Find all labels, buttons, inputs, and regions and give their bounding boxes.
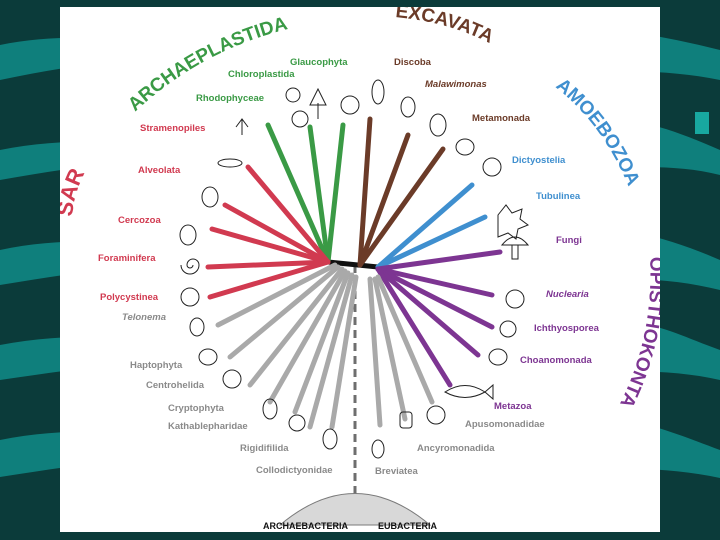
label-nuclearia: Nuclearia [546,289,589,300]
label-metazoa: Metazoa [494,401,532,412]
radial-organism-icon [505,289,525,309]
label-metamonada: Metamonada [472,113,531,124]
label-haptophyta: Haptophyta [130,360,183,371]
organism-sketch-icon [400,96,416,118]
supergroup-opisthokonta: OPISTHOKONTA [615,257,660,412]
branch-apusomonadidae [375,274,435,405]
label-stramenopiles: Stramenopiles [140,123,205,134]
label-rhodophyceae: Rhodophyceae [196,93,264,104]
organism-sketch-icon [482,157,502,177]
supergroup-sar: SAR [60,164,89,217]
organism-sketch-icon [340,95,360,115]
organism-sketch-icon [291,110,309,128]
branch-cryptophyta [267,268,348,405]
label-telonema: Telonema [122,312,166,323]
central-black-bar [325,259,381,270]
branch-dictyostelia [375,182,475,270]
plant-sketch-icon [235,118,249,135]
label-alveolata: Alveolata [138,165,181,176]
label-apusomonadidae: Apusomonadidae [465,419,545,430]
label-cercozoa: Cercozoa [118,215,161,226]
root-base-mound [278,493,432,526]
label-breviatea: Breviatea [375,466,418,477]
label-malawimonas: Malawimonas [425,79,487,90]
label-archaebacteria: ARCHAEBACTERIA [263,521,348,531]
label-rigidifilida: Rigidifilida [240,443,289,454]
label-foraminifera: Foraminifera [98,253,156,264]
mushroom-sketch-icon [500,236,530,260]
branch-alveolata [222,202,331,265]
organism-sketch-icon [371,439,385,459]
branch-malawimonas [357,132,411,268]
organism-sketch-icon [399,411,413,429]
label-polycystinea: Polycystinea [100,292,159,303]
label-collodictyonidae: Collodictyonidae [256,465,333,476]
organism-sketch-icon [488,348,508,366]
branch-rhodophyceae [265,122,331,265]
organism-sketch-icon [198,348,218,366]
tree-of-life-panel: ARCHAEPLASTIDA EXCAVATA AMOEBOZOA OPISTH… [60,7,660,532]
eukaryote-tree-diagram: ARCHAEPLASTIDA EXCAVATA AMOEBOZOA OPISTH… [60,7,660,531]
organism-sketch-icon [201,186,219,208]
branch-haptophyta [227,264,341,360]
branch-discoba [357,116,373,268]
branch-tubulinea [375,214,488,270]
branch-chloroplastida [307,124,331,265]
branch-ancyromonadida [372,276,408,422]
amoeba-sketch-icon [497,204,530,240]
spiral-organism-icon [180,258,200,275]
branch-nuclearia [375,266,495,298]
organism-sketch-icon [285,87,301,103]
branch-metazoa [375,266,453,388]
label-chloroplastida: Chloroplastida [228,69,295,80]
branch-cercozoa [209,226,331,265]
organism-sketch-icon [429,113,447,137]
branch-centrohelida [247,266,345,388]
branch-stramenopiles [245,164,331,265]
branch-ichthyosporea [375,266,495,330]
tree-plant-sketch-icon [309,87,327,119]
label-ancyromonadida: Ancyromonadida [417,443,495,454]
organism-sketch-icon [262,398,278,420]
branch-telonema [215,262,338,328]
radial-organism-icon [222,369,242,389]
organism-sketch-icon [179,224,197,246]
branch-rigidifilida [307,272,355,430]
radial-organism-icon [180,287,200,307]
label-tubulinea: Tubulinea [536,191,581,202]
supergroup-amoebozoa: AMOEBOZOA [552,75,644,190]
label-choanomonada: Choanomonada [520,355,592,366]
label-discoba: Discoba [394,57,432,68]
label-katablepharidae: Kathablepharidae [168,421,248,432]
organism-sketch-icon [499,320,517,338]
branch-fungi [375,249,503,272]
branch-polycystinea [207,259,331,300]
organism-sketch-icon [371,79,385,105]
organism-sketch-icon [189,317,205,337]
branch-collodictyonidae [329,274,359,430]
label-centrohelida: Centrohelida [146,380,205,391]
organism-sketch-icon [455,138,475,156]
fish-sketch-icon [444,383,494,401]
label-ichthyosporea: Ichthyosporea [534,323,600,334]
branch-glaucophyta [325,122,346,265]
label-glaucophyta: Glaucophyta [290,57,348,68]
supergroup-excavata: EXCAVATA [395,7,498,48]
branch-foraminifera [205,259,331,270]
label-dictyostelia: Dictyostelia [512,155,566,166]
label-cryptophyta: Cryptophyta [168,403,225,414]
label-eubacteria: EUBACTERIA [378,521,438,531]
label-fungi: Fungi [556,235,582,246]
branch-katablepharidae [292,270,351,415]
branch-breviatea [367,276,383,428]
branch-choanomonada [375,266,481,358]
organism-sketch-icon [322,428,338,450]
organism-sketch-icon [217,158,243,168]
organism-sketch-icon [426,405,446,425]
branch-metamonada [357,146,446,268]
organism-sketch-icon [288,414,306,432]
accent-square-icon [695,112,709,134]
